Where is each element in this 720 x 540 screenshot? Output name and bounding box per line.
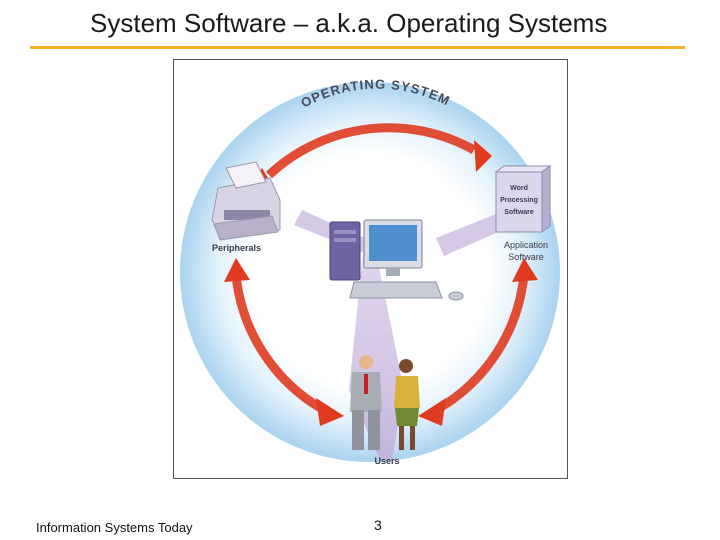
arrow-head-application — [512, 258, 538, 282]
arrow-head-users-left — [316, 398, 344, 426]
os-diagram: OPERATING SYSTEM Peripherals — [180, 77, 560, 466]
page-number: 3 — [374, 517, 382, 533]
node-label-peripherals: Peripherals — [212, 243, 261, 253]
node-label-users: Users — [374, 456, 399, 466]
box-label-line1: Word — [510, 185, 528, 192]
node-label-application-line1: Application — [504, 240, 548, 250]
footer-course-title: Information Systems Today — [36, 520, 193, 535]
box-label-line3: Software — [504, 209, 534, 216]
users-icon — [350, 355, 420, 450]
diagram-frame: OPERATING SYSTEM Peripherals — [173, 59, 568, 479]
box-label-line2: Processing — [500, 197, 538, 204]
arrow-head-right — [474, 140, 492, 172]
arrow-head-users-right — [418, 398, 446, 426]
cycle-arrows — [224, 123, 538, 426]
title-rule — [30, 46, 685, 49]
node-label-application-line2: Software — [508, 252, 544, 262]
arrow-head-peripherals — [224, 258, 250, 282]
software-box-icon: Word Processing Software — [494, 165, 552, 233]
slide-title: System Software – a.k.a. Operating Syste… — [90, 8, 608, 38]
printer-icon — [211, 161, 281, 241]
computer-icon — [329, 219, 464, 301]
